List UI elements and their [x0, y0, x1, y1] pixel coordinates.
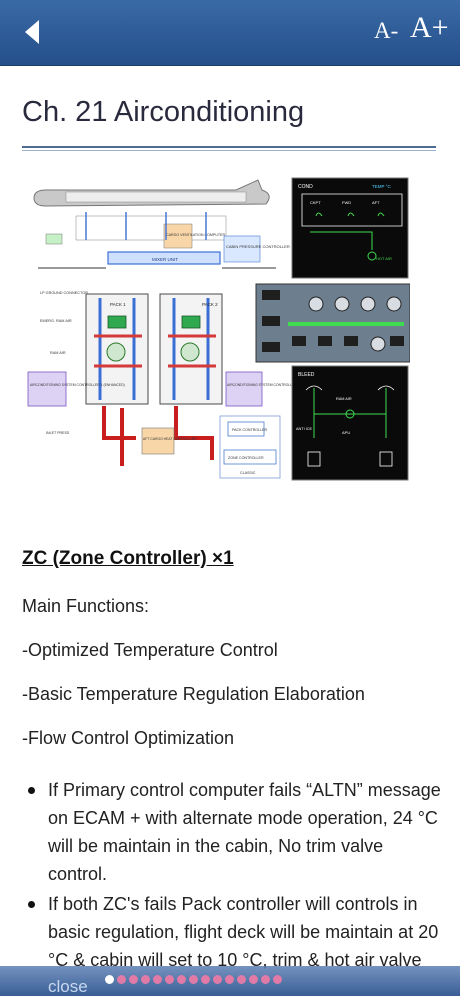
diagram-label-aft-cargo-heat: AFT CARGO HEAT CONTROLLER [143, 437, 197, 441]
ecam-ckpt-label: CKPT [310, 200, 321, 205]
page-dot[interactable] [141, 975, 150, 984]
font-decrease-button[interactable]: A- [374, 18, 399, 43]
aircon-system-diagram[interactable]: CABIN PRESSURE CONTROLLER CARGO VENTILAT… [26, 176, 410, 482]
ecam-fwd-label: FWD [342, 200, 351, 205]
title-divider-thin [22, 150, 436, 151]
diagram-label-ram-air: RAM AIR [50, 351, 66, 355]
diagram-label-cargo-vent: CARGO VENTILATION COMPUTER [166, 233, 225, 237]
ecam-bleed-title: BLEED [298, 372, 315, 378]
ecam-temp-label: TEMP °C [372, 184, 391, 189]
diagram-label-lp-ground: LP GROUND CONNECTOR [40, 291, 88, 295]
function-item: -Basic Temperature Regulation Elaboratio… [22, 684, 365, 704]
list-item: If Primary control computer fails “ALTN”… [22, 776, 442, 888]
page-dot[interactable] [225, 975, 234, 984]
ecam-anti-ice-label: ANTI ICE [296, 427, 313, 431]
ecam-apu-label: APU [342, 430, 350, 435]
function-item: -Optimized Temperature Control [22, 640, 278, 660]
page-dot[interactable] [153, 975, 162, 984]
close-button[interactable]: close [48, 977, 88, 996]
page-dot[interactable] [165, 975, 174, 984]
ecam-ram-air-label: RAM AIR [336, 397, 352, 401]
page-indicator[interactable] [105, 975, 282, 984]
page-dot[interactable] [237, 975, 246, 984]
back-arrow-icon [25, 20, 39, 44]
page-dot[interactable] [201, 975, 210, 984]
page-footer: close [0, 966, 460, 996]
back-button[interactable] [12, 12, 52, 52]
diagram-label-pack-controller: PACK CONTROLLER [232, 428, 267, 432]
page-dot[interactable] [105, 975, 114, 984]
diagram-label-zone-controller: ZONE CONTROLLER [228, 456, 264, 460]
diagram-label-inlet-press: INLET PRESS [46, 431, 70, 435]
diagram-label-acsc2: AIRCONDITIONING SYSTEM CONTROLLER 2 (ENH… [227, 383, 322, 387]
page-dot[interactable] [189, 975, 198, 984]
list-item: If both ZC's fails Pack controller will … [22, 890, 442, 974]
diagram-label-acsc1: AIRCONDITIONING SYSTEM CONTROLLER 1 (ENH… [30, 383, 125, 387]
diagram-label-cabin-pressure: CABIN PRESSURE CONTROLLER [226, 244, 290, 249]
function-item: -Flow Control Optimization [22, 728, 235, 748]
ecam-cond-title: COND [298, 184, 313, 190]
diagram-label-emerg-ram-air: EMERG. RAM AIR [40, 319, 72, 323]
page-dot[interactable] [117, 975, 126, 984]
page-dot[interactable] [261, 975, 270, 984]
note-list: If Primary control computer fails “ALTN”… [22, 776, 442, 976]
diagram-label-pack1: PACK 1 [110, 302, 126, 307]
diagram-label-mixer-unit: MIXER UNIT [152, 257, 178, 262]
title-divider [22, 146, 436, 148]
page-dot[interactable] [213, 975, 222, 984]
page-dot[interactable] [177, 975, 186, 984]
navigation-bar: A- A+ [0, 0, 460, 66]
page-dot[interactable] [129, 975, 138, 984]
main-functions-label: Main Functions: [22, 596, 150, 616]
ecam-aft-label: AFT [372, 200, 380, 205]
diagram-label-classic: CLASSIC [240, 471, 256, 475]
page-dot[interactable] [249, 975, 258, 984]
ecam-hot-air-label: HOT AIR [376, 256, 392, 261]
page-dot[interactable] [273, 975, 282, 984]
font-increase-button[interactable]: A+ [410, 11, 449, 44]
diagram-label-pack2: PACK 2 [202, 302, 218, 307]
section-heading: ZC (Zone Controller) ×1 [22, 548, 234, 569]
chapter-content: ZC (Zone Controller) ×1 Main Functions: … [22, 548, 442, 970]
page-title: Ch. 21 Airconditioning [22, 96, 305, 128]
